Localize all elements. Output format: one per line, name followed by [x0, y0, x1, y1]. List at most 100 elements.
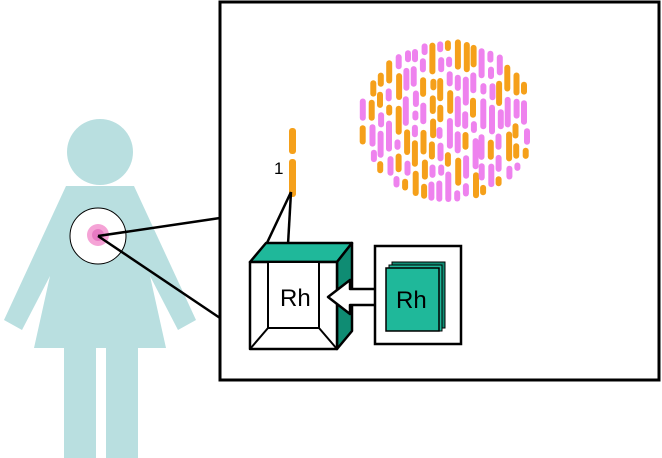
cluster-chromosome	[395, 54, 402, 70]
cluster-chromosome	[455, 157, 462, 186]
cluster-chromosome	[403, 67, 410, 91]
cluster-chromosome	[444, 40, 451, 51]
cluster-chromosome	[470, 72, 477, 94]
cluster-chromosome	[454, 190, 461, 202]
cluster-chromosome	[463, 155, 470, 179]
cluster-chromosome	[488, 66, 494, 80]
cluster-chromosome	[514, 162, 521, 171]
book-gene-label: Rh	[396, 287, 427, 314]
cluster-chromosome	[377, 130, 384, 158]
cluster-chromosome	[402, 178, 409, 191]
cluster-chromosome	[419, 58, 426, 73]
cluster-chromosome	[478, 163, 485, 181]
cluster-chromosome	[412, 49, 418, 63]
cluster-chromosome	[412, 90, 419, 107]
cluster-chromosome	[394, 139, 401, 150]
cluster-chromosome	[404, 160, 411, 176]
cluster-chromosome	[472, 138, 479, 170]
cluster-chromosome	[513, 98, 520, 119]
cluster-chromosome	[410, 66, 417, 87]
cluster-chromosome	[462, 76, 469, 106]
chromosome-cluster	[359, 39, 530, 202]
cluster-chromosome	[430, 78, 437, 91]
cluster-chromosome	[377, 72, 384, 87]
cluster-chromosome	[463, 42, 470, 73]
woman-figure-icon	[4, 119, 196, 458]
box-icon	[248, 241, 354, 351]
cluster-chromosome	[495, 176, 502, 187]
cluster-chromosome	[421, 183, 428, 199]
cluster-chromosome	[386, 120, 392, 152]
cluster-chromosome	[487, 139, 494, 160]
cluster-chromosome	[412, 110, 419, 121]
cluster-chromosome	[438, 164, 445, 176]
cluster-chromosome	[428, 181, 435, 201]
cluster-chromosome	[446, 56, 453, 68]
cluster-chromosome	[495, 133, 502, 150]
cluster-chromosome	[473, 172, 479, 199]
cluster-chromosome	[489, 104, 495, 135]
cluster-chromosome	[513, 72, 520, 96]
cluster-chromosome	[393, 176, 400, 188]
cluster-chromosome	[370, 80, 377, 97]
cluster-chromosome	[446, 118, 453, 149]
cluster-chromosome	[437, 142, 444, 162]
cluster-chromosome	[496, 54, 503, 76]
cluster-chromosome	[521, 81, 527, 95]
cluster-chromosome	[437, 78, 444, 102]
cluster-chromosome	[405, 50, 411, 63]
cluster-chromosome	[386, 104, 393, 116]
cluster-chromosome	[524, 128, 530, 145]
cluster-chromosome	[370, 149, 377, 163]
cluster-chromosome	[497, 109, 504, 130]
cluster-chromosome	[420, 102, 427, 125]
cluster-chromosome	[420, 129, 427, 155]
cluster-chromosome	[496, 80, 503, 106]
cluster-chromosome	[454, 39, 461, 70]
book-icon	[385, 261, 446, 332]
cluster-chromosome	[411, 140, 418, 167]
cluster-chromosome	[430, 118, 437, 139]
cluster-chromosome	[470, 97, 476, 118]
cluster-chromosome	[412, 170, 419, 196]
cluster-chromosome	[404, 129, 411, 155]
cluster-chromosome	[480, 83, 487, 95]
cluster-chromosome	[447, 90, 454, 114]
cluster-chromosome	[478, 134, 485, 160]
cluster-chromosome	[420, 77, 427, 97]
cluster-chromosome	[369, 124, 376, 147]
cluster-chromosome	[445, 171, 452, 202]
cluster-chromosome	[386, 60, 393, 84]
chromosome-label: 1	[274, 159, 283, 178]
cluster-chromosome	[359, 125, 366, 145]
cluster-chromosome	[462, 183, 469, 197]
cluster-chromosome	[395, 153, 402, 173]
cluster-chromosome	[521, 100, 527, 125]
cluster-chromosome	[480, 98, 487, 130]
cluster-chromosome	[428, 141, 435, 160]
cluster-chromosome	[462, 132, 469, 150]
cluster-chromosome	[470, 44, 477, 68]
cluster-chromosome	[429, 95, 436, 114]
cluster-chromosome	[377, 91, 383, 108]
cluster-chromosome	[504, 64, 511, 92]
cluster-chromosome	[385, 88, 392, 102]
cluster-chromosome	[411, 124, 418, 138]
cluster-chromosome	[495, 154, 502, 172]
cluster-chromosome	[522, 147, 529, 159]
cluster-chromosome	[462, 111, 469, 129]
cluster-chromosome	[513, 143, 520, 159]
cluster-chromosome	[429, 42, 436, 75]
cluster-chromosome	[429, 164, 436, 178]
cluster-chromosome	[395, 105, 402, 135]
cluster-chromosome	[454, 74, 461, 91]
cluster-chromosome	[359, 98, 366, 121]
cluster-chromosome	[470, 121, 477, 133]
cluster-chromosome	[436, 127, 443, 139]
cluster-chromosome	[377, 161, 384, 174]
cluster-chromosome	[512, 123, 519, 139]
cluster-chromosome	[402, 96, 409, 126]
cluster-chromosome	[378, 112, 385, 128]
cluster-chromosome	[506, 165, 513, 180]
cluster-chromosome	[421, 159, 428, 180]
